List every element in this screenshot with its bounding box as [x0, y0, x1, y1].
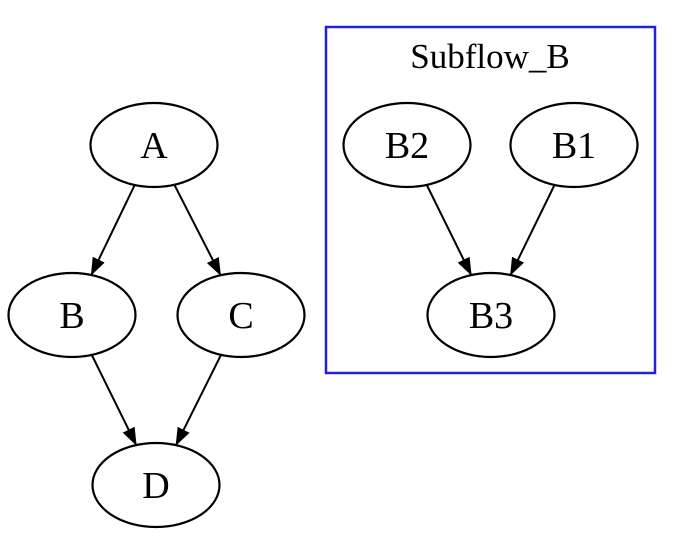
- edge-b2-to-b3: [425, 184, 473, 276]
- node-d-ellipse: [91, 441, 221, 529]
- node-b1: B1: [509, 101, 639, 189]
- node-a: A: [89, 101, 219, 189]
- cluster-subflow-b: Subflow_B: [324, 25, 657, 375]
- edge-a-to-c: [173, 184, 222, 277]
- edge-a-to-b: [90, 184, 136, 276]
- node-a-ellipse: [89, 101, 219, 189]
- cluster-title: Subflow_B: [410, 37, 569, 76]
- edge-c-to-d: [175, 354, 222, 446]
- node-c: C: [176, 271, 306, 359]
- edge-b-to-d: [90, 354, 138, 446]
- node-b3: B3: [426, 271, 556, 359]
- node-c-ellipse: [176, 271, 306, 359]
- edge-b1-to-b3: [509, 184, 556, 276]
- node-b-label: B: [59, 295, 84, 337]
- node-b2: B2: [342, 101, 472, 189]
- node-b3-ellipse: [426, 271, 556, 359]
- node-b2-label: B2: [385, 125, 429, 167]
- node-a-label: A: [140, 125, 168, 167]
- node-b1-ellipse: [509, 101, 639, 189]
- cluster-border: [324, 25, 657, 375]
- node-b-ellipse: [7, 271, 137, 359]
- node-layer: A B C D B2 B1: [7, 101, 639, 529]
- node-d-label: D: [142, 465, 169, 507]
- node-b2-ellipse: [342, 101, 472, 189]
- node-b: B: [7, 271, 137, 359]
- node-b1-label: B1: [552, 125, 596, 167]
- node-c-label: C: [228, 295, 253, 337]
- node-b3-label: B3: [469, 295, 513, 337]
- edge-layer: [90, 184, 556, 446]
- node-d: D: [91, 441, 221, 529]
